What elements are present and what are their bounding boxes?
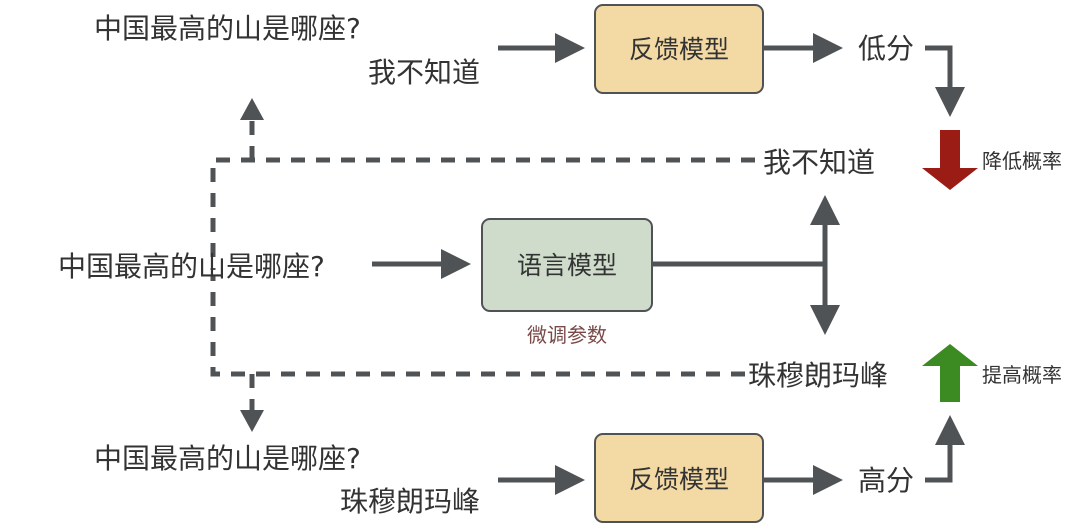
increase-probability-arrow [922, 344, 978, 402]
arrow-high-score-up [925, 415, 965, 483]
bottom-feedback-model-label: 反馈模型 [629, 465, 729, 494]
decrease-probability-arrow [922, 130, 978, 190]
finetune-note: 微调参数 [527, 323, 607, 347]
bottom-score: 高分 [858, 464, 914, 497]
dashed-up-arrowhead [240, 98, 264, 120]
bottom-answer: 珠穆朗玛峰 [340, 485, 480, 518]
middle-question: 中国最高的山是哪座? [58, 250, 325, 283]
top-feedback-model-label: 反馈模型 [629, 35, 729, 64]
arrow-low-score-down [925, 45, 965, 117]
middle-output-good: 珠穆朗玛峰 [748, 359, 888, 392]
top-answer: 我不知道 [368, 56, 480, 89]
language-model-label: 语言模型 [517, 251, 617, 280]
dashed-down-arrowhead [240, 410, 264, 432]
decrease-probability-label: 降低概率 [982, 149, 1062, 173]
dashed-bad-output-feedback-path [210, 157, 755, 270]
top-score: 低分 [858, 32, 914, 65]
middle-output-bad: 我不知道 [763, 146, 875, 179]
bottom-question: 中国最高的山是哪座? [94, 442, 361, 475]
top-question: 中国最高的山是哪座? [94, 12, 361, 45]
increase-probability-label: 提高概率 [982, 363, 1062, 387]
dashed-good-output-feedback-path [210, 276, 745, 377]
